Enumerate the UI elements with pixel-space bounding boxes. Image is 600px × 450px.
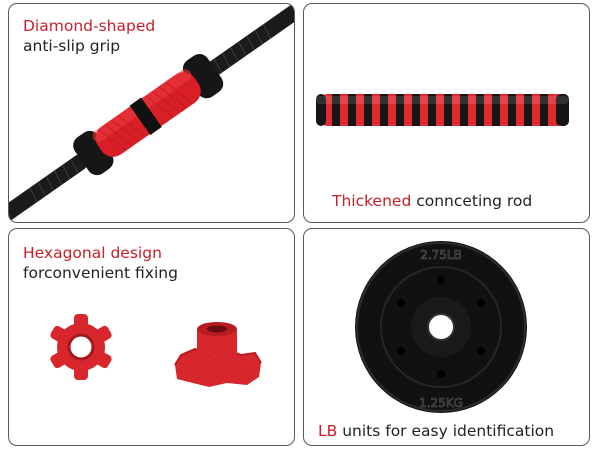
rod-caption-highlight: Thickened: [332, 192, 412, 210]
grip-bar-image: [9, 4, 294, 222]
grip-caption-text: anti-slip grip: [23, 37, 121, 55]
grip-caption-highlight: Diamond-shaped: [23, 17, 156, 35]
plate-caption: LB units for easy identification: [318, 421, 554, 441]
nuts-caption: Hexagonal design forconvenient fixing: [23, 243, 178, 283]
grip-caption: Diamond-shaped anti-slip grip: [23, 16, 155, 56]
nuts-caption-text: forconvenient fixing: [23, 264, 178, 282]
panel-plate: 2.75LB 1.25KG LB units for easy identifi…: [303, 228, 590, 446]
foam-rod-image: [316, 94, 569, 126]
panel-nuts: Hexagonal design forconvenient fixing: [8, 228, 295, 446]
hex-nuts-image: [50, 314, 262, 387]
rod-caption-text: connceting rod: [411, 192, 533, 210]
plate-caption-text: units for easy identification: [337, 422, 555, 440]
panel-rod: Thickened connceting rod: [303, 3, 590, 223]
weight-plate-image: 2.75LB 1.25KG: [355, 241, 527, 413]
plate-bottom-label: 1.25KG: [419, 396, 463, 410]
panel-grip: Diamond-shaped anti-slip grip: [8, 3, 295, 223]
plate-top-label: 2.75LB: [420, 248, 462, 262]
nuts-caption-highlight: Hexagonal design: [23, 244, 162, 262]
rod-caption: Thickened connceting rod: [332, 191, 532, 211]
plate-caption-highlight: LB: [318, 422, 338, 440]
